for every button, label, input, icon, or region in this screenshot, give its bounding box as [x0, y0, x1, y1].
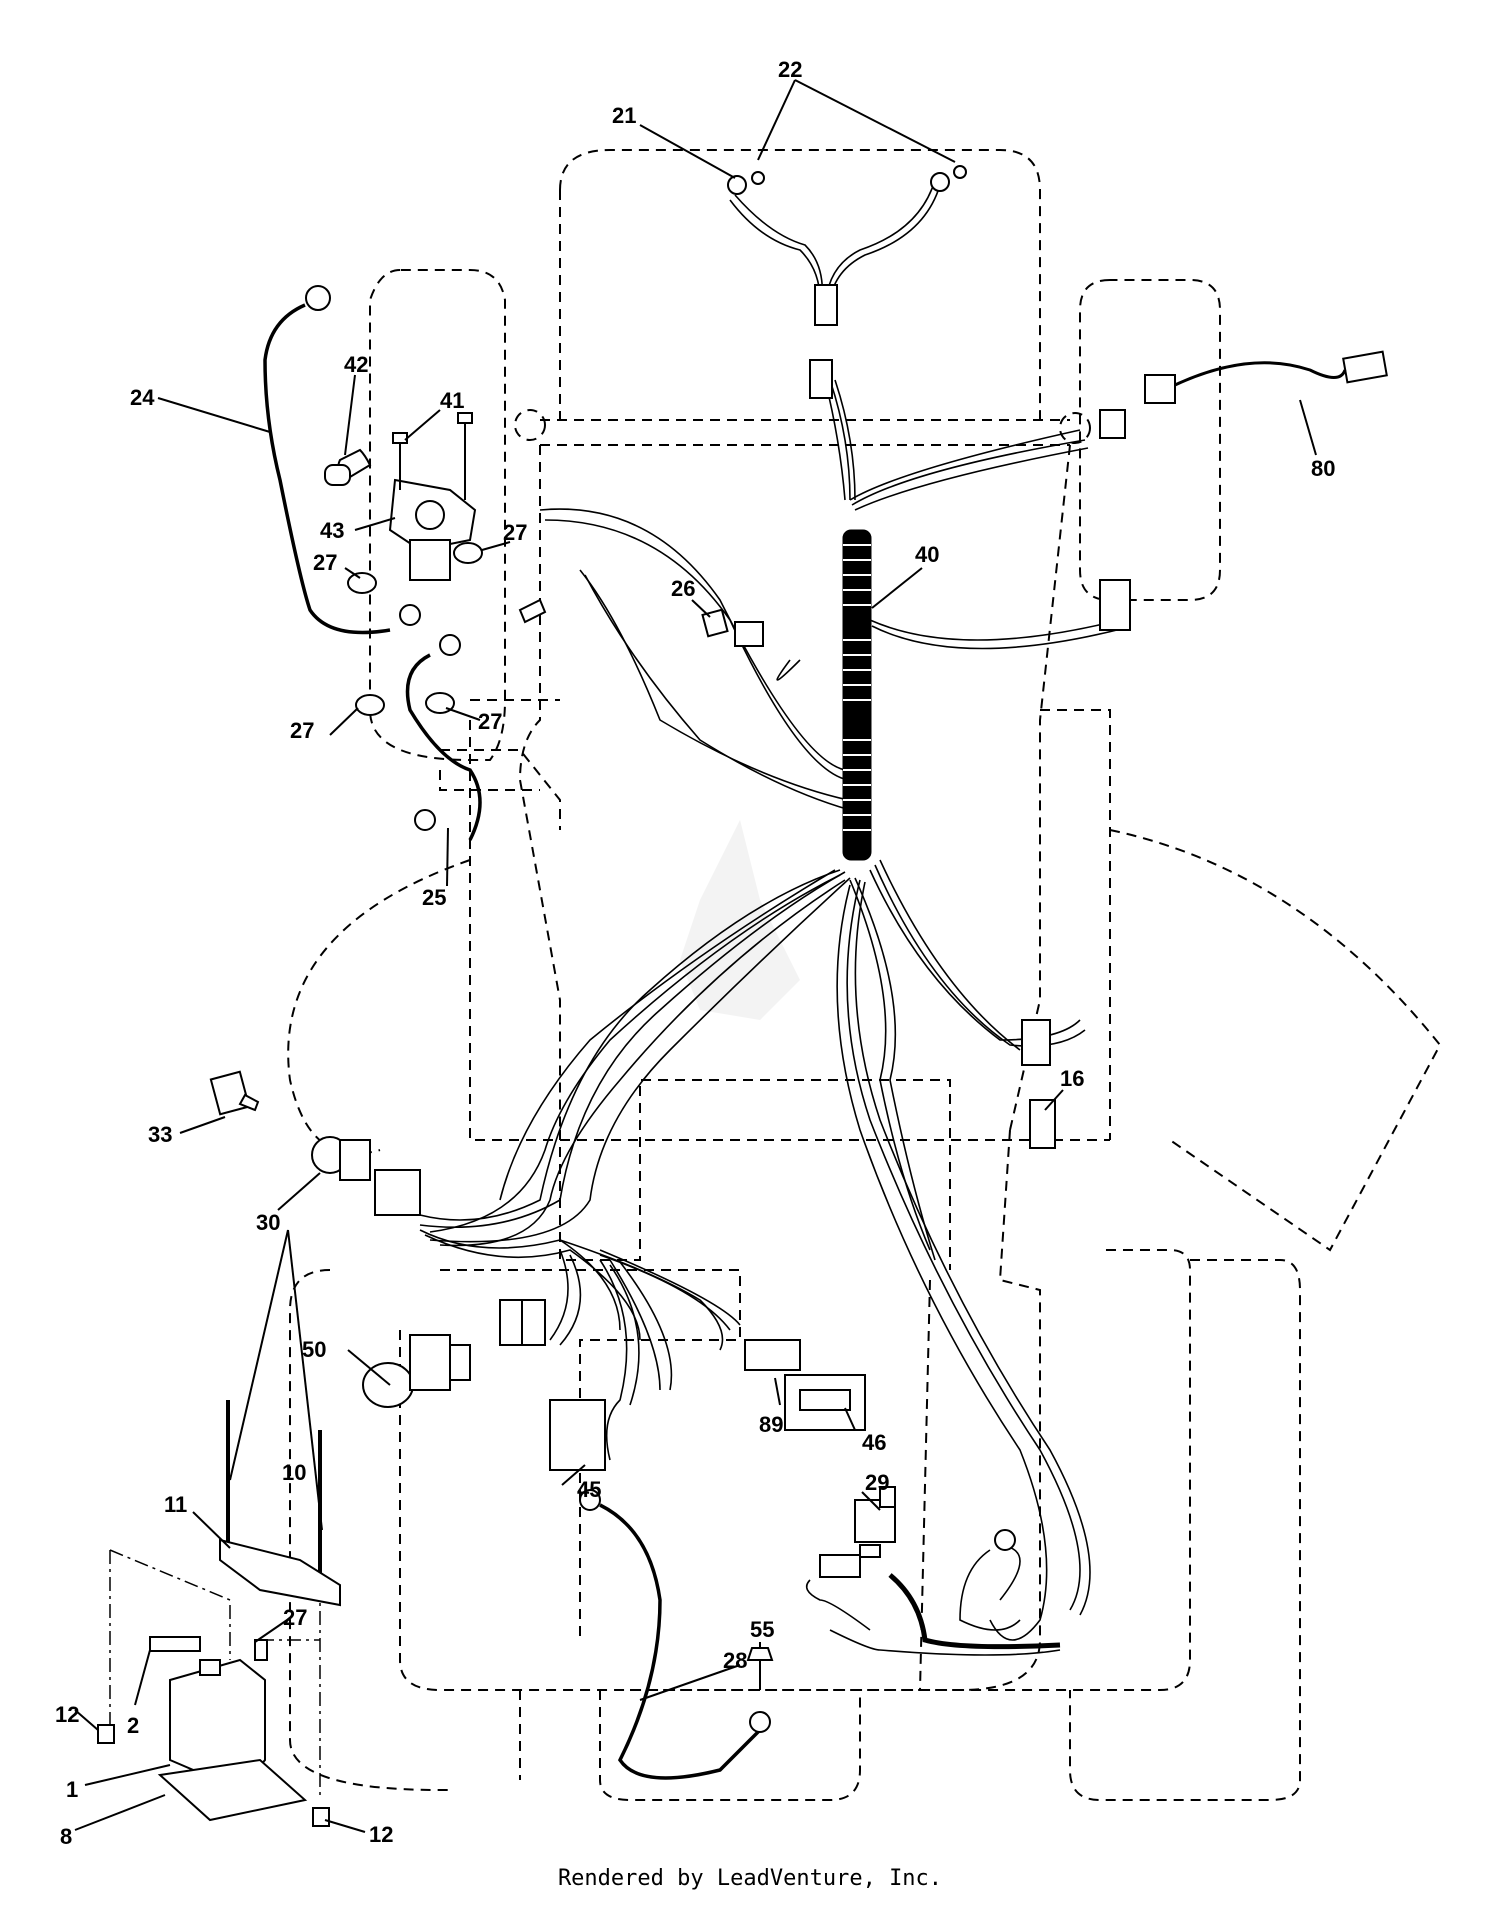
nuts-12	[97, 1724, 330, 1827]
coil-cord	[888, 1573, 1061, 1650]
key-33	[209, 1070, 260, 1116]
battery-alignment-lines	[109, 1530, 321, 1800]
callout-label: 33	[148, 1122, 172, 1147]
battery-cables	[263, 303, 482, 841]
callout-label: 24	[130, 385, 155, 410]
connector-80	[1099, 350, 1388, 439]
headlight-connector	[809, 284, 838, 399]
ignition-switch-30	[311, 1136, 421, 1216]
wiring-harness	[419, 179, 1126, 1656]
callout-label: 41	[440, 388, 464, 413]
callout-label: 45	[577, 1477, 601, 1502]
callout-label: 10	[282, 1460, 306, 1485]
harness-sleeve	[842, 529, 872, 861]
gauges	[549, 1339, 866, 1471]
callout-label: 16	[1060, 1066, 1084, 1091]
bolt-2	[149, 1636, 201, 1652]
callout-label: 11	[164, 1492, 187, 1517]
callout-label: 46	[862, 1430, 886, 1455]
callout-label: 40	[915, 542, 939, 567]
callout-label: 42	[344, 352, 368, 377]
callout-label: 50	[302, 1337, 326, 1362]
nuts-27	[347, 542, 483, 716]
callout-label: 27	[313, 550, 337, 575]
screw-55	[746, 1647, 774, 1690]
fuse-holder-26	[701, 608, 764, 647]
callout-label: 43	[320, 518, 344, 543]
connector-16	[1021, 1019, 1056, 1149]
battery-tray-8	[157, 1758, 308, 1822]
leader-lines	[74, 79, 1317, 1833]
switch-29	[854, 1486, 896, 1558]
callout-label: 27	[478, 709, 502, 734]
callout-label: 89	[759, 1412, 783, 1437]
callout-label: 12	[369, 1822, 393, 1847]
callout-label: 29	[865, 1470, 889, 1495]
battery-holddown	[219, 1400, 341, 1607]
callout-label: 26	[671, 576, 695, 601]
harness-sleeve-ribs	[843, 544, 871, 831]
callout-label: 30	[256, 1210, 280, 1235]
solenoid-43	[324, 412, 477, 581]
switch-50	[362, 1334, 471, 1408]
callout-label: 28	[723, 1648, 747, 1673]
callout-label: 22	[778, 57, 802, 82]
callout-label: 80	[1311, 456, 1335, 481]
callout-label: 55	[750, 1617, 774, 1642]
callout-label: 1	[66, 1777, 78, 1802]
footer-credit: Rendered by LeadVenture, Inc.	[557, 1866, 943, 1891]
ground-cable-28	[599, 1503, 762, 1780]
pto-connector	[499, 1299, 546, 1346]
seat-connector	[819, 1554, 861, 1578]
battery-1	[169, 1639, 268, 1792]
headlight-bulbs	[727, 165, 967, 195]
cable-terminals	[305, 285, 547, 831]
ground-terminals	[579, 1489, 1016, 1733]
callout-label: 8	[60, 1824, 72, 1849]
callout-label: 12	[55, 1702, 79, 1727]
callout-label: 2	[127, 1713, 139, 1738]
callout-label: 27	[283, 1605, 307, 1630]
callout-label: 21	[612, 103, 636, 128]
right-connector	[1099, 579, 1131, 631]
callout-label: 25	[422, 885, 446, 910]
callouts: 1 2 8 10 11 12 12 16 21 22 24 25 26 27 2…	[55, 57, 1335, 1849]
callout-label: 27	[503, 520, 527, 545]
callout-label: 27	[290, 718, 314, 743]
